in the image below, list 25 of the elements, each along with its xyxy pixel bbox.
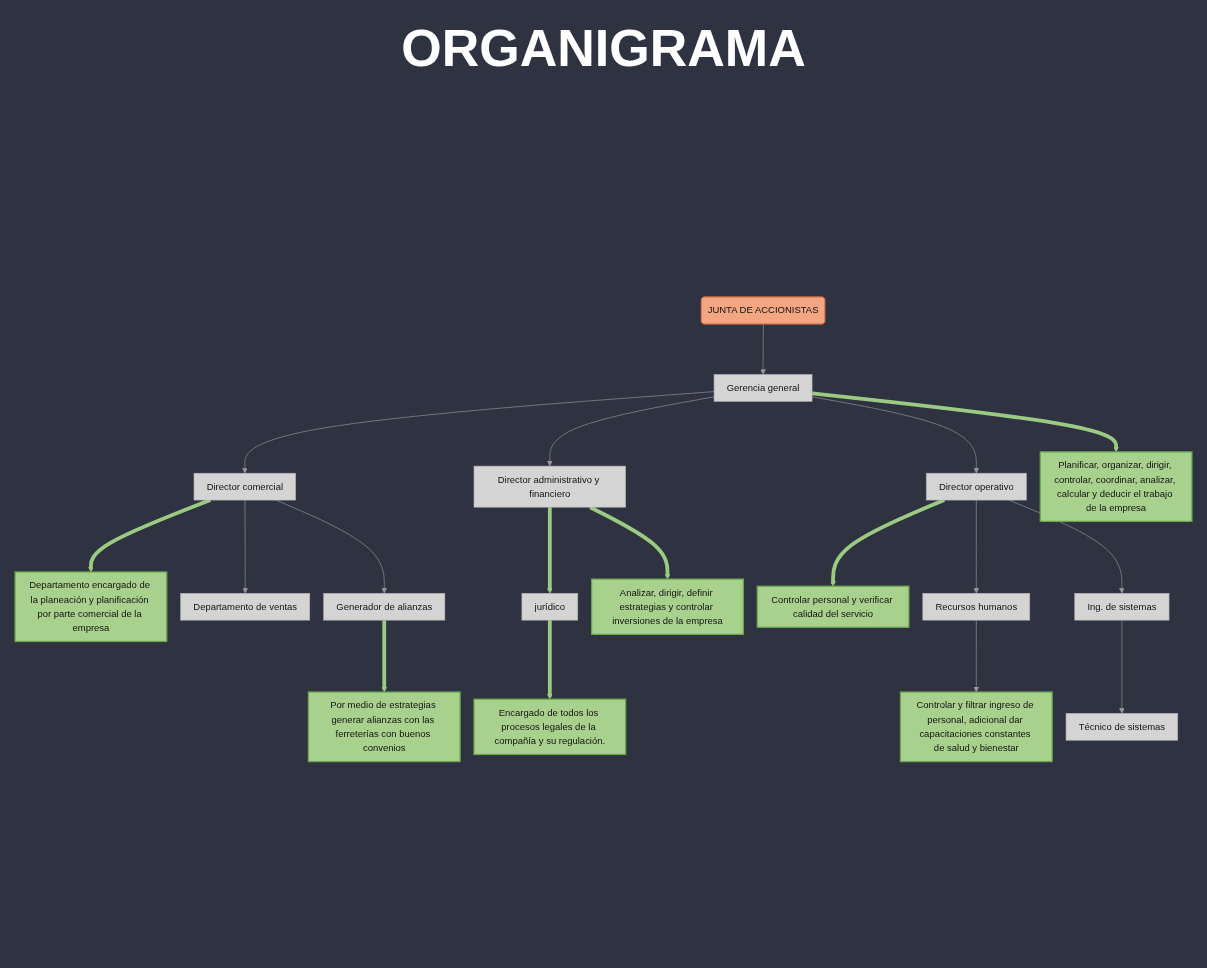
- node-box: Director administrativo y financiero: [473, 465, 626, 508]
- arrow: [830, 498, 945, 587]
- arrow: [589, 505, 671, 579]
- node-box: Director operativo: [925, 472, 1027, 501]
- arrow: [547, 619, 553, 700]
- node-box: Analizar, dirigir, definir estrategias y controlar inversiones de la empresa: [591, 578, 744, 635]
- node-box: Departamento de ventas: [180, 592, 311, 621]
- node-box: Controlar personal y verificar calidad del servicio: [756, 585, 910, 628]
- arrow: [547, 506, 553, 594]
- node-box: Planificar, organizar, dirigir, controlar, coordinar, analizar, calcular y deducir el trabajo de la empresa: [1039, 450, 1193, 522]
- node-box: Por medio de estrategias generar alianzas con las ferreterías con buenos convenios: [307, 691, 461, 762]
- node-box: Generador de alianzas: [323, 592, 446, 621]
- node-box: jurídico: [521, 592, 579, 621]
- node-box: Encargado de todos los procesos legales de la compañía y su regulación.: [473, 698, 627, 755]
- node-box: Técnico de sistemas: [1065, 712, 1179, 741]
- arrow: [811, 391, 1119, 452]
- node-box: Controlar y filtrar ingreso de personal, adicional dar capacitaciones constantes de salud y bienestar: [899, 691, 1053, 762]
- title: ORGANIGRAMA: [400, 18, 807, 78]
- node-box: Director comercial: [193, 472, 296, 501]
- arrow: [381, 619, 388, 692]
- arrow: [88, 498, 212, 572]
- node-box: Ing. de sistemas: [1074, 592, 1170, 621]
- node-box: Gerencia general: [713, 373, 813, 402]
- node-box: Recursos humanos: [922, 592, 1031, 621]
- node-box: Departamento encargado de la planeación y planificación por parte comercial de la empresa: [14, 571, 168, 642]
